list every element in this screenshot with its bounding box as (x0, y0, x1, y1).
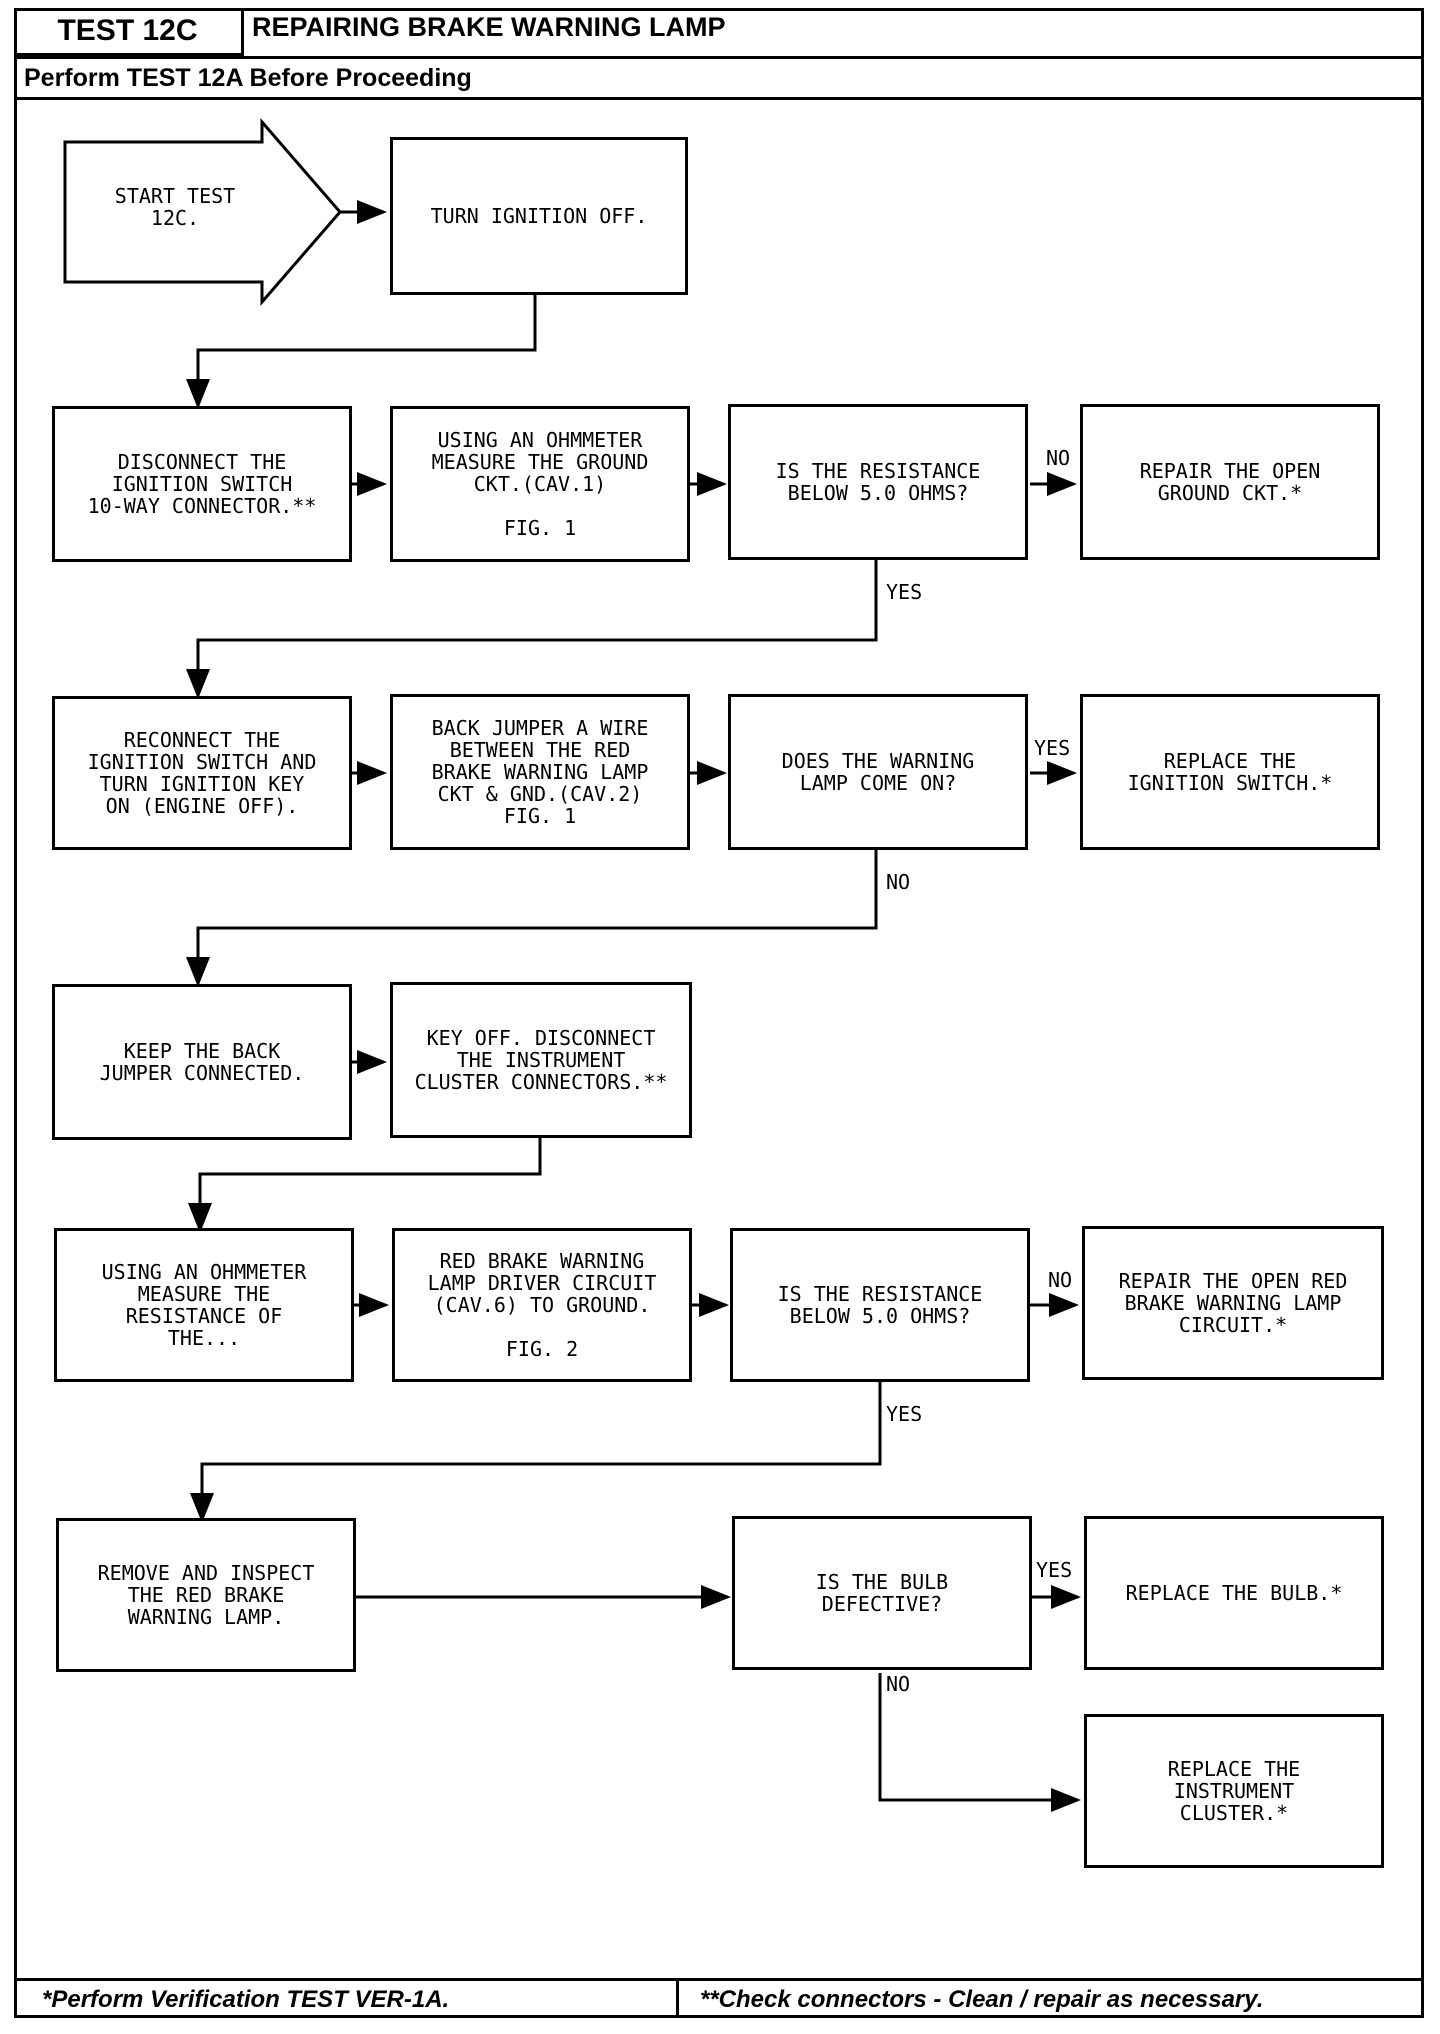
step-replace-switch: REPLACE THE IGNITION SWITCH.* (1080, 694, 1380, 850)
step-keep-jumper: KEEP THE BACK JUMPER CONNECTED. (52, 984, 352, 1140)
step-remove-inspect: REMOVE AND INSPECT THE RED BRAKE WARNING… (56, 1518, 356, 1672)
step-measure-ground: USING AN OHMMETER MEASURE THE GROUND CKT… (390, 406, 690, 562)
prerequisite-note: Perform TEST 12A Before Proceeding (24, 64, 472, 92)
header-divider-2 (14, 97, 1424, 100)
decision-resistance-1: IS THE RESISTANCE BELOW 5.0 OHMS? (728, 404, 1028, 560)
step-repair-red-circuit: REPAIR THE OPEN RED BRAKE WARNING LAMP C… (1082, 1226, 1384, 1380)
start-arrow-shape (63, 117, 342, 307)
step-disconnect-switch: DISCONNECT THE IGNITION SWITCH 10-WAY CO… (52, 406, 352, 562)
label-yes-2: YES (1034, 736, 1071, 760)
decision-bulb-defective: IS THE BULB DEFECTIVE? (732, 1516, 1032, 1670)
header-divider (14, 56, 1424, 59)
label-no-3: NO (1048, 1268, 1073, 1292)
label-yes-3: YES (886, 1402, 923, 1426)
decision-resistance-2: IS THE RESISTANCE BELOW 5.0 OHMS? (730, 1228, 1030, 1382)
test-id: TEST 12C (14, 8, 244, 56)
step-measure-resistance: USING AN OHMMETER MEASURE THE RESISTANCE… (54, 1228, 354, 1382)
label-no-2: NO (886, 870, 911, 894)
step-turn-ignition-off: TURN IGNITION OFF. (390, 137, 688, 295)
label-yes-1: YES (886, 580, 923, 604)
page-frame (14, 8, 1424, 2018)
label-no-1: NO (1046, 446, 1071, 470)
label-no-4: NO (886, 1672, 911, 1696)
footer-divider (14, 1978, 1424, 1981)
step-replace-cluster: REPLACE THE INSTRUMENT CLUSTER.* (1084, 1714, 1384, 1868)
start-test-label: START TEST 12C. (114, 184, 236, 230)
step-repair-ground: REPAIR THE OPEN GROUND CKT.* (1080, 404, 1380, 560)
step-reconnect: RECONNECT THE IGNITION SWITCH AND TURN I… (52, 696, 352, 850)
footer-separator (676, 1978, 679, 2018)
step-key-off: KEY OFF. DISCONNECT THE INSTRUMENT CLUST… (390, 982, 692, 1138)
decision-lamp-on: DOES THE WARNING LAMP COME ON? (728, 694, 1028, 850)
step-replace-bulb: REPLACE THE BULB.* (1084, 1516, 1384, 1670)
step-back-jumper: BACK JUMPER A WIRE BETWEEN THE RED BRAKE… (390, 694, 690, 850)
footer-verification-note: *Perform Verification TEST VER-1A. (42, 1986, 450, 2013)
page-title: REPAIRING BRAKE WARNING LAMP (252, 12, 726, 42)
step-driver-circuit: RED BRAKE WARNING LAMP DRIVER CIRCUIT (C… (392, 1228, 692, 1382)
footer-connectors-note: **Check connectors - Clean / repair as n… (700, 1986, 1264, 2013)
label-yes-4: YES (1036, 1558, 1073, 1582)
